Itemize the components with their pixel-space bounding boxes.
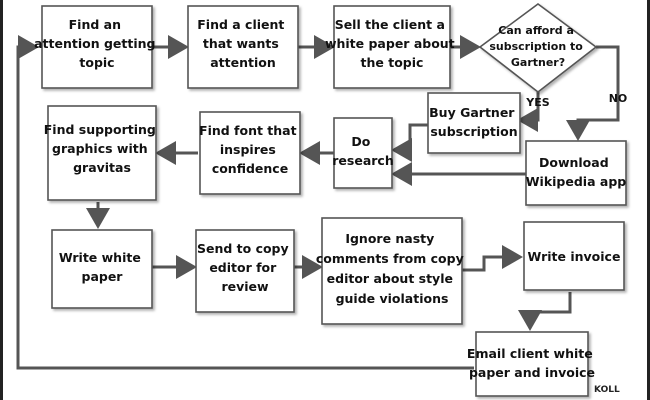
node-decision-afford-gartner: Can afford a subscription to Gartner? — [478, 3, 598, 94]
node-decision-afford-gartner-label: Can afford a subscription to Gartner? — [489, 24, 586, 69]
node-write-white-paper: Write white paper — [51, 229, 153, 309]
node-sell-white-paper-label: Sell the client a white paper about the … — [325, 17, 459, 70]
node-find-font: Find font that inspires confidence — [199, 111, 301, 195]
frame-border-right — [647, 0, 650, 400]
edge-label-yes: YES — [525, 96, 549, 109]
node-ignore-comments: Ignore nasty comments from copy editor a… — [316, 217, 468, 325]
node-find-attention-topic-label: Find an attention getting topic — [34, 17, 160, 70]
node-do-research: Do research — [332, 117, 394, 189]
node-download-wikipedia: Download Wikipedia app — [525, 140, 627, 206]
node-find-graphics-label: Find supporting graphics with gravitas — [44, 122, 160, 175]
node-buy-gartner-label: Buy Gartner subscription — [429, 105, 519, 139]
node-email-client: Email client white paper and invoice — [467, 331, 597, 397]
node-ignore-comments-label: Ignore nasty comments from copy editor a… — [316, 231, 468, 306]
edge-ignore-to-invoice — [462, 245, 523, 272]
node-write-invoice-label: Write invoice — [528, 249, 621, 264]
edge-label-no: NO — [609, 92, 628, 105]
node-buy-gartner: Buy Gartner subscription — [427, 92, 521, 154]
node-find-graphics: Find supporting graphics with gravitas — [44, 105, 160, 201]
edge-decision-yes — [517, 92, 540, 132]
node-write-invoice: Write invoice — [523, 221, 625, 291]
node-write-white-paper-label: Write white paper — [59, 250, 145, 284]
node-find-client-label: Find a client that wants attention — [197, 17, 289, 70]
node-send-copy-editor-label: Send to copy editor for review — [197, 241, 293, 294]
edge-layer — [16, 35, 620, 370]
node-find-client: Find a client that wants attention — [187, 5, 299, 89]
node-download-wikipedia-label: Download Wikipedia app — [526, 155, 626, 189]
edge-buy-to-research — [391, 123, 428, 162]
node-sell-white-paper: Sell the client a white paper about the … — [325, 5, 459, 89]
node-send-copy-editor: Send to copy editor for review — [195, 229, 295, 313]
edge-invoice-to-email — [518, 292, 572, 331]
node-email-client-label: Email client white paper and invoice — [467, 346, 597, 380]
edge-decision-no — [566, 45, 620, 141]
artist-signature: KOLL — [594, 385, 620, 395]
edge-email-loop-back — [16, 35, 474, 370]
node-find-font-label: Find font that inspires confidence — [199, 123, 301, 176]
node-do-research-label: Do research — [332, 134, 393, 168]
frame-border-left — [0, 0, 3, 400]
node-find-attention-topic: Find an attention getting topic — [34, 5, 160, 89]
